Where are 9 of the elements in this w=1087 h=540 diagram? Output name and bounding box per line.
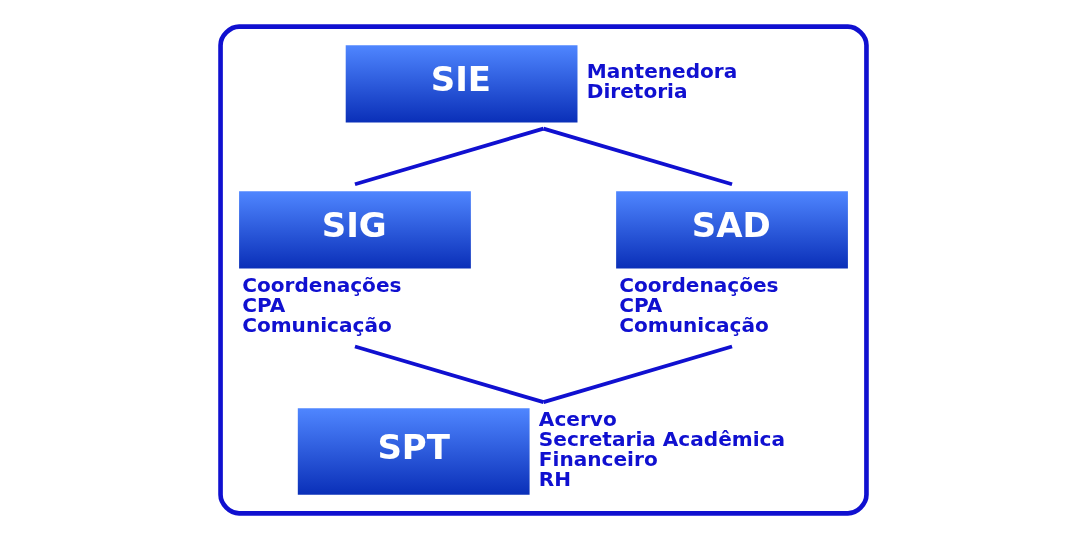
node-box: SAD bbox=[616, 191, 848, 269]
node-box: SIE bbox=[345, 45, 578, 123]
connector bbox=[354, 126, 545, 187]
cluster bbox=[218, 24, 869, 516]
connector bbox=[542, 126, 733, 187]
node-box: SIG bbox=[239, 191, 471, 269]
node-box: SPT bbox=[297, 408, 530, 495]
connector bbox=[354, 344, 545, 404]
connector bbox=[542, 344, 733, 404]
